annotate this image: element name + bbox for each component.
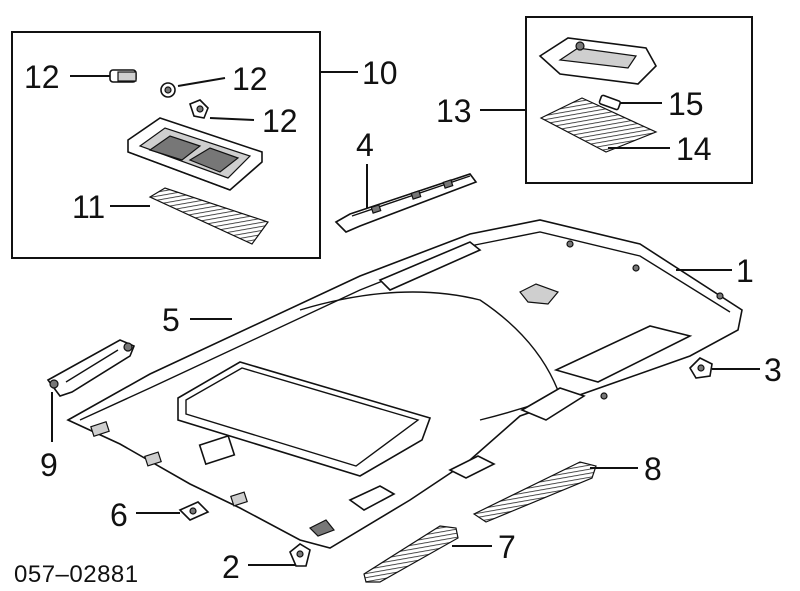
map-light-housing-part [127, 117, 263, 191]
callout-3: 3 [764, 352, 782, 388]
callout-4: 4 [356, 127, 374, 163]
lamp-bulb-part [598, 94, 622, 111]
callout-12-bulb: 12 [24, 59, 60, 95]
retainer-6-part [178, 501, 210, 521]
callout-7: 7 [498, 529, 516, 565]
bulb-socket-part [160, 82, 176, 98]
callout-2: 2 [222, 549, 240, 585]
lamp-lens-part [539, 97, 658, 153]
lamp-base-part [538, 37, 657, 85]
callout-15: 15 [668, 86, 704, 122]
leader-12-socket [177, 77, 226, 87]
bracket-part [334, 173, 478, 233]
callout-6: 6 [110, 497, 128, 533]
trim-strip-7-part [363, 525, 459, 583]
clip-2-part [289, 543, 311, 567]
callout-13: 13 [436, 93, 472, 129]
callout-10: 10 [362, 55, 398, 91]
callout-5: 5 [162, 302, 180, 338]
callout-14: 14 [676, 131, 712, 167]
bulb-part [109, 69, 137, 83]
clip-part [189, 99, 209, 119]
callout-9: 9 [40, 447, 58, 483]
clip-3-part [688, 357, 713, 379]
headliner-part [66, 219, 743, 549]
leader-12-clip [209, 117, 255, 121]
rear-lamp-group-box [525, 16, 753, 184]
callout-8: 8 [644, 451, 662, 487]
lens-part [148, 187, 269, 245]
trim-strip-8-part [472, 461, 597, 523]
callout-11: 11 [72, 189, 105, 225]
callout-12-clip: 12 [262, 103, 298, 139]
callout-1: 1 [736, 253, 754, 289]
diagram-code: 057‒02881 [14, 561, 139, 588]
dome-light-group-box [11, 31, 321, 259]
grab-handle-part [46, 339, 136, 397]
callout-12-socket: 12 [232, 61, 268, 97]
